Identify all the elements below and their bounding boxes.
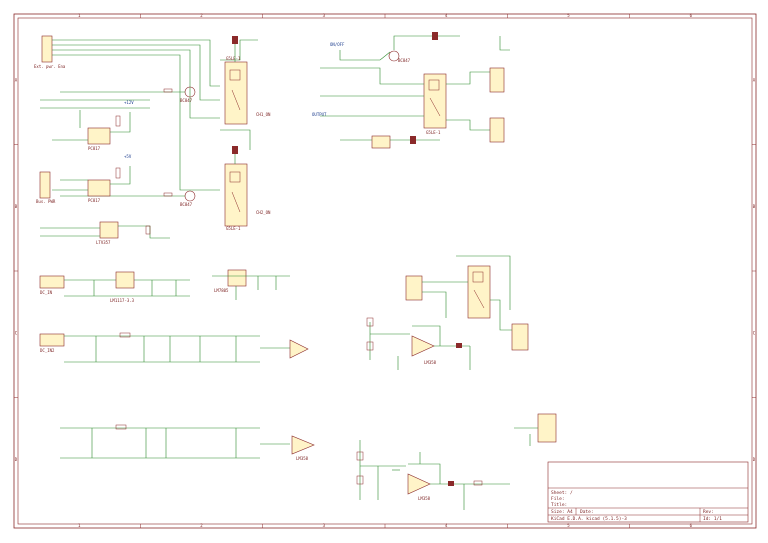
opamp-middle-right-label: LM358 [424,360,437,365]
bottom-right-block: LM358 [356,413,557,510]
connector-j1-label: Ext. pwr. Ena [34,64,66,69]
connector-j2-label: Bus. PWR [36,199,56,204]
title-sheet-line: Sheet: / [551,490,573,496]
border-column-number: 4 [445,523,448,528]
regulator-2-label: LM7805 [214,288,229,293]
border-row-letter: C [15,330,18,335]
border-column-number: 2 [200,13,203,18]
net-output-label: OUTPUT [312,112,327,117]
ic-top-right [371,135,391,149]
dc-jack-1 [39,275,65,289]
connector-j2 [39,171,51,199]
top-left-block: Ext. pwr. Ena Bus. PWR G5LE-1 CH1_ON G5L… [34,35,271,245]
transistor-q1-label: BC847 [180,98,193,103]
opto-u2 [87,179,111,197]
border-row-letter: A [15,77,18,82]
border-row-letter: C [753,330,756,335]
border-row-letter: A [753,77,756,82]
dc-jack-2-label: DC_IN2 [40,348,55,353]
transistor-q3-label: BC847 [398,58,411,63]
opamp-bottom-right [407,473,431,495]
relay-k3 [423,73,447,129]
border-column-number: 6 [690,523,693,528]
net-onoff-label: ON/OFF [330,42,345,47]
net-5v-label: +5V [124,154,132,159]
title-id: Id: 1/1 [703,516,722,522]
opto-u1 [87,127,111,145]
dc-jack-1-label: DC_IN [40,290,53,295]
border-column-number: 2 [200,523,203,528]
opamp-bottom-left [291,435,315,455]
border-column-number: 5 [567,523,570,528]
relay-k1 [224,61,248,125]
connector-j3 [489,67,505,93]
opto-driver [99,221,119,239]
border-column-number: 1 [78,13,81,18]
connector-j1 [41,35,53,63]
opamp-bottom-right-label: LM358 [418,496,431,501]
title-kicad-line: KiCad E.D.A. kicad (5.1.5)-3 [551,516,627,522]
connector-j5 [405,275,423,301]
connector-j6 [511,323,529,351]
diode-d1 [232,36,238,44]
border-row-letter: D [753,457,756,462]
regulator-1 [115,271,135,289]
border-row-letter: B [15,204,18,209]
relay-k3-label: G5LE-1 [426,130,441,135]
middle-right-block: LM358 [366,255,529,370]
top-right-block: ON/OFF OUTPUT BC847 G5LE-1 [312,32,510,149]
relay-k1-label: G5LE-1 [226,56,241,61]
opamp-bottom-left-label: LM358 [296,456,309,461]
title-date: Date: [580,509,594,515]
title-size: Size: A4 [551,509,573,515]
border-row-letter: B [753,204,756,209]
title-block: Sheet: / File: Title: Size: A4 Date: Rev… [547,461,749,523]
relay-k2 [224,163,248,227]
opto-driver-label: LTV357 [96,240,111,245]
opamp-middle-right [411,335,435,357]
regulator-1-label: LM1117-3.3 [110,298,135,303]
buffer-1 [289,339,309,359]
opto-u2-label: PC817 [88,198,101,203]
border-column-number: 3 [323,13,326,18]
transistor-q3 [388,50,400,62]
net-ch1-label: CH1_ON [256,112,271,117]
regulator-2 [227,269,247,287]
title-rev: Rev: [703,509,714,515]
transistor-q2-label: BC847 [180,202,193,207]
connector-j4 [489,117,505,143]
relay-k2-label: G5LE-1 [226,226,241,231]
diode-d3 [432,32,438,40]
opto-u1-label: PC817 [88,146,101,151]
title-file-line: File: [551,496,565,502]
title-title-line: Title: [551,502,567,508]
diode-d2 [232,146,238,154]
relay-k4 [467,265,491,319]
dc-jack-2 [39,333,65,347]
border-column-number: 4 [445,13,448,18]
power-block: DC_IN LM1117-3.3 LM7805 DC_IN2 [39,269,315,461]
border-column-number: 1 [78,523,81,528]
net-ch2-label: CH2_ON [256,210,271,215]
border-column-number: 5 [567,13,570,18]
border-column-number: 3 [323,523,326,528]
border-row-letter: D [15,457,18,462]
border-column-number: 6 [690,13,693,18]
net-12v-label: +12V [124,100,134,105]
connector-j7 [537,413,557,443]
